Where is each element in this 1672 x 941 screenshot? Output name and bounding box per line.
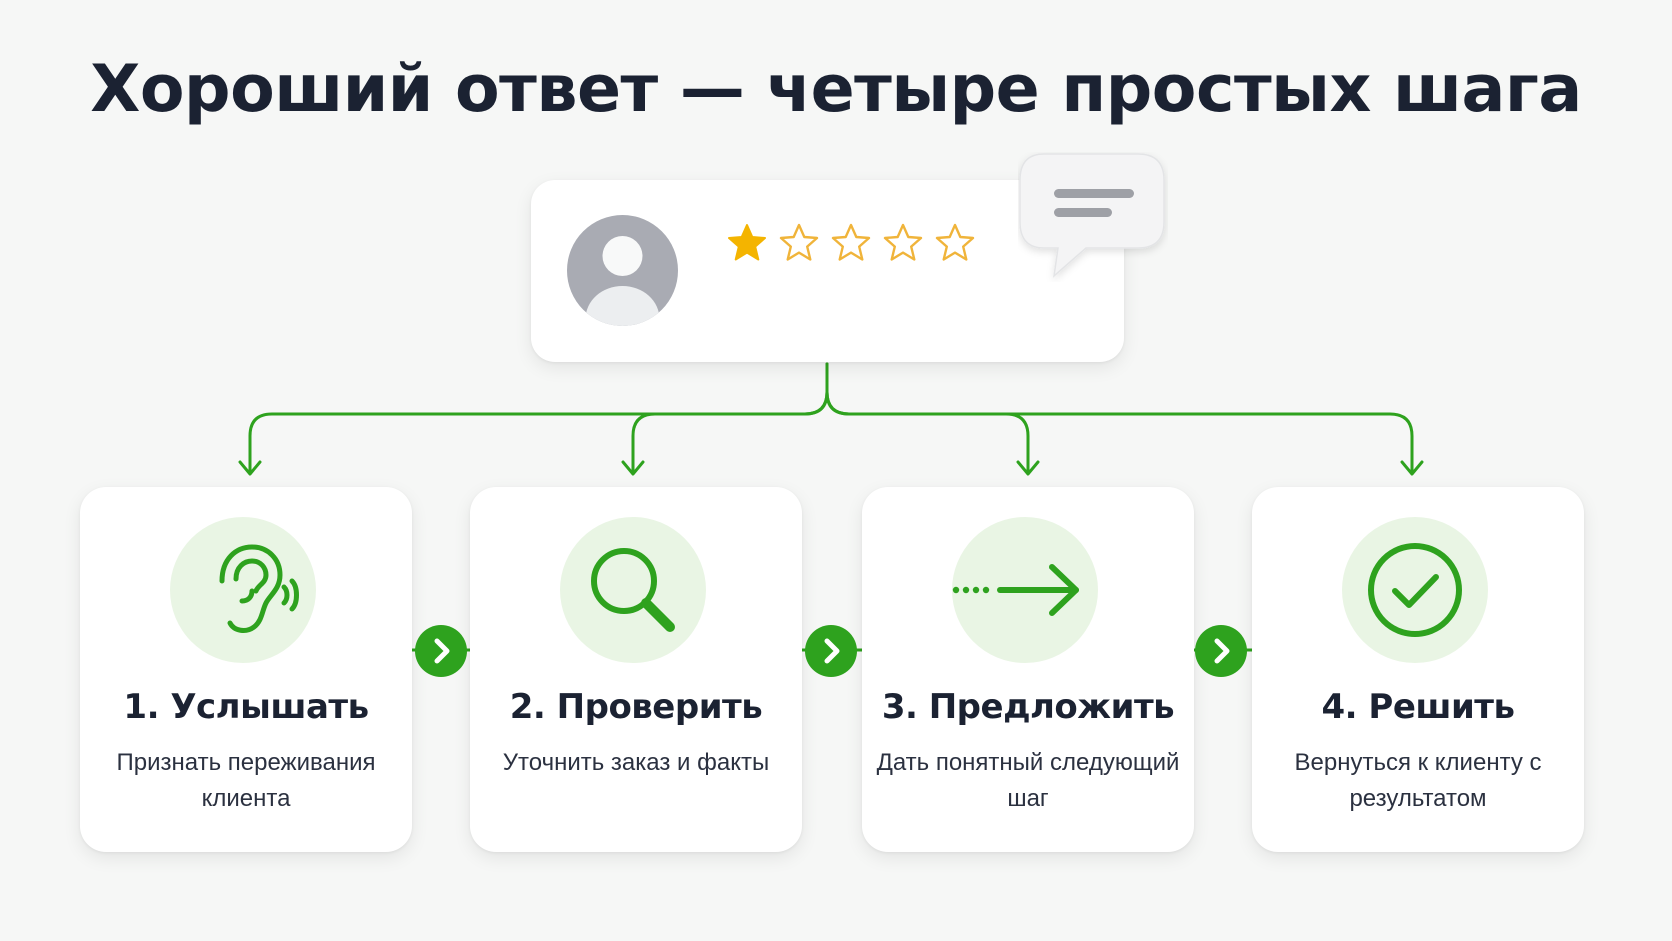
step-description: Уточнить заказ и факты	[502, 749, 770, 776]
star-filled-icon	[728, 224, 766, 261]
star-outline-icon	[935, 223, 975, 261]
dotted-arrow-right-icon	[952, 517, 1098, 663]
step-card-1: 1. Услышать Признать переживания клиента	[80, 487, 412, 852]
page-title: Хороший ответ — четыре простых шага	[90, 52, 1582, 127]
star-outline-icon	[883, 223, 923, 261]
check-circle-icon	[1342, 517, 1488, 663]
step-card-3: 3. Предложить Дать понятный следующий ша…	[862, 487, 1194, 852]
chat-bubble-icon	[1018, 152, 1168, 282]
step-description: Дать понятный следующий шаг	[876, 749, 1180, 812]
ear-icon	[170, 517, 316, 663]
rating-stars	[726, 222, 976, 264]
star-outline-icon	[779, 223, 819, 261]
star-outline-icon	[831, 223, 871, 261]
next-step-chevron-icon	[805, 625, 857, 677]
step-description: Признать переживания клиента	[116, 749, 376, 812]
step-title: 2. Проверить	[509, 687, 763, 727]
user-avatar-icon	[567, 215, 678, 326]
step-description: Вернуться к клиенту с результатом	[1294, 749, 1542, 812]
step-title: 1. Услышать	[123, 687, 369, 727]
step-card-2: 2. Проверить Уточнить заказ и факты	[470, 487, 802, 852]
step-title: 4. Решить	[1321, 687, 1515, 727]
next-step-chevron-icon	[415, 625, 467, 677]
magnifier-icon	[560, 517, 706, 663]
next-step-chevron-icon	[1195, 625, 1247, 677]
step-card-4: 4. Решить Вернуться к клиенту с результа…	[1252, 487, 1584, 852]
step-title: 3. Предложить	[881, 687, 1175, 727]
